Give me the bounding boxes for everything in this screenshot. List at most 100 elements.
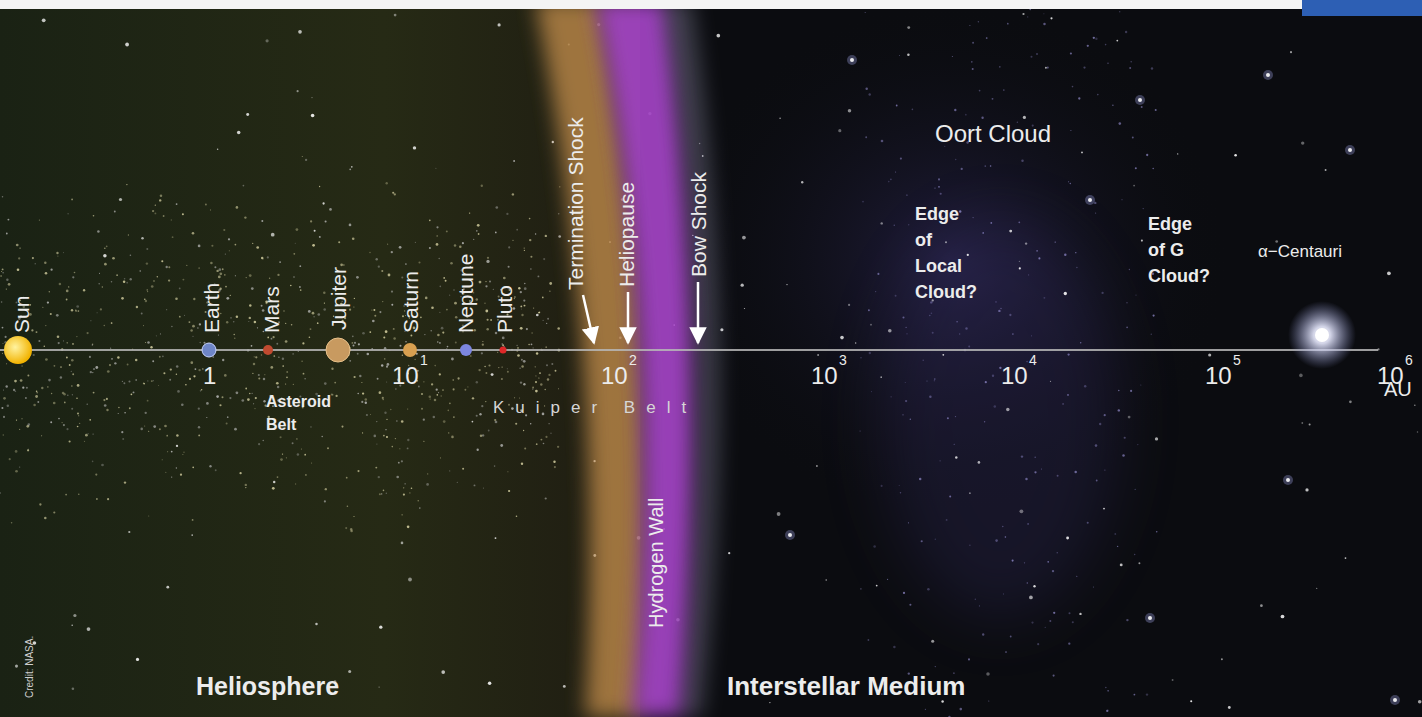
dust-particle <box>160 333 161 334</box>
background-star <box>1316 588 1317 589</box>
dust-particle <box>531 332 533 334</box>
background-star <box>1325 169 1327 171</box>
dust-particle <box>357 353 359 355</box>
dust-particle <box>512 240 513 241</box>
oort-particle <box>899 485 900 486</box>
oort-particle <box>908 522 909 523</box>
dust-particle <box>472 397 474 399</box>
oort-particle <box>1045 627 1046 628</box>
oort-particle <box>935 666 936 667</box>
background-star <box>1286 478 1290 482</box>
dust-particle <box>515 423 517 425</box>
dust-particle <box>32 257 34 259</box>
oort-particle <box>875 291 876 292</box>
oort-particle <box>998 310 1000 312</box>
dust-particle <box>530 256 532 258</box>
dust-particle <box>179 288 181 290</box>
oort-particle <box>919 478 921 480</box>
oort-particle <box>899 55 900 56</box>
dust-particle <box>248 321 249 322</box>
oort-particle <box>902 317 904 319</box>
background-star <box>311 97 312 98</box>
oort-particle <box>984 421 985 422</box>
dust-particle <box>71 309 73 311</box>
oort-particle <box>869 352 871 354</box>
dust-particle <box>87 332 89 334</box>
dust-particle <box>383 435 385 437</box>
dust-particle <box>56 252 58 254</box>
background-star <box>516 345 517 346</box>
dust-particle <box>71 385 72 386</box>
background-star <box>552 141 554 143</box>
dust-particle <box>381 364 383 366</box>
dust-particle <box>6 233 8 235</box>
dust-particle <box>126 282 128 284</box>
oort-particle <box>990 165 992 167</box>
oort-particle <box>1068 643 1070 645</box>
dust-particle <box>198 434 200 436</box>
dust-particle <box>490 319 492 321</box>
background-star <box>1079 613 1081 615</box>
background-star <box>472 421 474 423</box>
background-star <box>848 109 851 112</box>
oort-particle <box>1106 710 1108 712</box>
dust-particle <box>90 371 92 373</box>
background-star <box>779 117 781 119</box>
dust-particle <box>414 359 415 360</box>
dust-particle <box>453 388 455 390</box>
background-star <box>348 670 351 673</box>
dust-particle <box>329 208 332 211</box>
oort-particle <box>865 87 867 89</box>
background-star <box>1349 400 1352 403</box>
dust-particle <box>76 305 79 308</box>
dust-particle <box>3 434 5 436</box>
dust-particle <box>78 494 79 495</box>
dust-particle <box>126 184 127 185</box>
dust-particle <box>210 209 211 210</box>
dust-particle <box>436 389 438 391</box>
dust-particle <box>168 266 170 268</box>
dust-particle <box>6 279 8 281</box>
dust-particle <box>383 490 385 492</box>
background-star <box>1155 437 1158 440</box>
background-star <box>498 23 501 26</box>
dust-particle <box>521 359 523 361</box>
dust-particle <box>520 381 522 383</box>
oort-particle <box>992 98 994 100</box>
dust-particle <box>394 193 396 195</box>
background-star <box>486 260 489 263</box>
background-star <box>273 481 275 483</box>
dust-particle <box>516 515 518 517</box>
dust-particle <box>227 416 229 418</box>
background-star <box>1025 242 1027 244</box>
dust-particle <box>478 233 480 235</box>
dust-particle <box>377 378 379 380</box>
dust-particle <box>334 382 336 384</box>
alpha-centauri-star <box>1315 328 1329 342</box>
dust-particle <box>538 312 540 314</box>
dust-particle <box>430 398 431 399</box>
dust-particle <box>157 276 158 277</box>
dust-particle <box>440 286 442 288</box>
oort-particle <box>999 66 1001 68</box>
dust-particle <box>45 325 46 326</box>
oort-particle <box>890 179 892 181</box>
dust-particle <box>272 487 275 490</box>
planet-symbol <box>202 343 216 357</box>
dust-particle <box>171 219 172 220</box>
dust-particle <box>75 309 76 310</box>
dust-particle <box>193 375 195 377</box>
dust-particle <box>367 353 370 356</box>
dust-particle <box>269 277 270 278</box>
dust-particle <box>518 287 520 289</box>
dust-particle <box>362 332 365 335</box>
oort-particle <box>1018 221 1020 223</box>
dust-particle <box>488 364 490 366</box>
dust-particle <box>403 494 405 496</box>
dust-particle <box>507 368 508 369</box>
dust-particle <box>44 517 47 520</box>
dust-particle <box>449 470 450 471</box>
dust-particle <box>182 213 184 215</box>
dust-particle <box>423 441 424 442</box>
background-star <box>801 181 803 183</box>
